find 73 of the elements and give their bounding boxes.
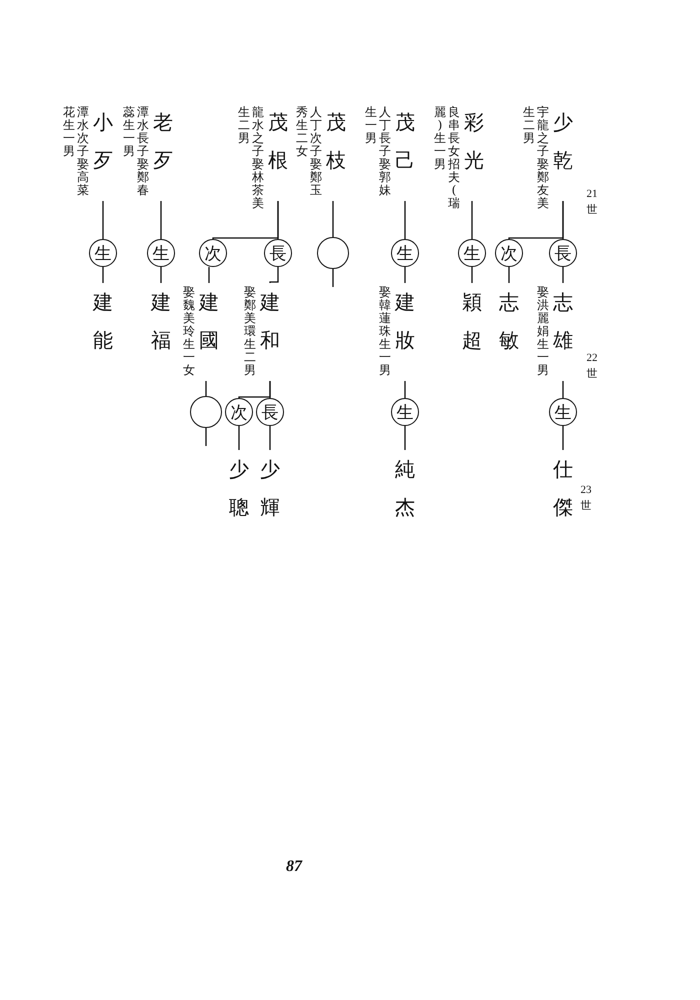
name-text: 純杰	[394, 456, 416, 521]
generation-label: 22 世	[586, 351, 598, 382]
connector-line	[471, 267, 473, 283]
name-text: 穎超	[461, 289, 483, 354]
relation-circle: 次	[225, 398, 253, 426]
note-text: 潭水長子娶鄭春蕊生一男	[123, 106, 149, 197]
connector-line	[160, 201, 162, 239]
connector-line	[508, 267, 510, 283]
connector-line	[205, 381, 207, 396]
name-text: 少聰	[228, 456, 250, 521]
connector-line	[160, 267, 162, 283]
relation-circle: 長	[549, 239, 577, 267]
relation-circle: 生	[391, 239, 419, 267]
relation-circle: 生	[458, 239, 486, 267]
connector-line	[404, 381, 406, 398]
connector-line	[269, 267, 279, 284]
note-text: 娶韓蓮珠生一男	[379, 286, 391, 377]
name-text: 小歹	[92, 109, 114, 174]
relation-circle: 次	[199, 239, 227, 267]
connector-line	[332, 269, 334, 287]
name-text: 茂根	[267, 109, 289, 174]
relation-circle: 次	[495, 239, 523, 267]
connector-line	[332, 201, 334, 237]
connector-line	[205, 428, 207, 446]
connector-line	[562, 426, 564, 450]
name-text: 少乾	[552, 109, 574, 174]
note-text: 宇龍之子娶鄭友美生二男	[523, 106, 549, 210]
name-text: 少輝	[259, 456, 281, 521]
name-text: 茂枝	[325, 109, 347, 174]
name-text: 茂己	[394, 109, 416, 174]
note-text: 娶洪麗娟生一男	[537, 286, 549, 377]
connector-line	[404, 426, 406, 450]
generation-label: 21 世	[586, 187, 598, 218]
empty-circle	[190, 396, 222, 428]
name-text: 志敏	[498, 289, 520, 354]
connector-line	[102, 267, 104, 283]
connector-line	[238, 426, 240, 450]
relation-circle: 長	[264, 239, 292, 267]
name-text: 建能	[92, 289, 114, 354]
connector-line	[562, 267, 564, 283]
name-text: 彩光	[463, 109, 485, 174]
generation-label: 23 世	[580, 483, 592, 514]
connector-line	[471, 201, 473, 239]
connector-line	[404, 201, 406, 239]
connector-line	[208, 267, 210, 283]
note-text: 娶魏美玲生一女	[183, 286, 195, 377]
note-text: 潭水次子娶高菜花生一男	[63, 106, 89, 197]
name-text: 建國	[198, 289, 220, 354]
relation-circle: 生	[147, 239, 175, 267]
page-number: 87	[286, 858, 302, 876]
connector-line	[269, 426, 271, 450]
name-text: 仕傑	[552, 456, 574, 521]
note-text: 人丁長子娶郭妹生一男	[365, 106, 391, 197]
name-text: 建和	[259, 289, 281, 354]
relation-circle: 生	[391, 398, 419, 426]
connector-line	[562, 381, 564, 398]
name-text: 老歹	[152, 109, 174, 174]
relation-circle: 生	[89, 239, 117, 267]
note-text: 良串長女招夫(瑞麗)生一男	[434, 106, 460, 210]
note-text: 人丁次子娶鄭玉秀生二女	[296, 106, 322, 197]
relation-circle: 長	[256, 398, 284, 426]
connector-line	[238, 381, 271, 398]
note-text: 娶鄭美環生二男	[244, 286, 256, 377]
note-text: 龍水之子娶林茶美生二男	[238, 106, 264, 210]
relation-circle: 生	[549, 398, 577, 426]
connector-line	[404, 267, 406, 283]
connector-line	[508, 201, 564, 240]
name-text: 志雄	[552, 289, 574, 354]
name-text: 建福	[150, 289, 172, 354]
empty-circle	[317, 237, 349, 269]
connector-line	[212, 201, 279, 240]
connector-line	[102, 201, 104, 239]
name-text: 建妝	[394, 289, 416, 354]
